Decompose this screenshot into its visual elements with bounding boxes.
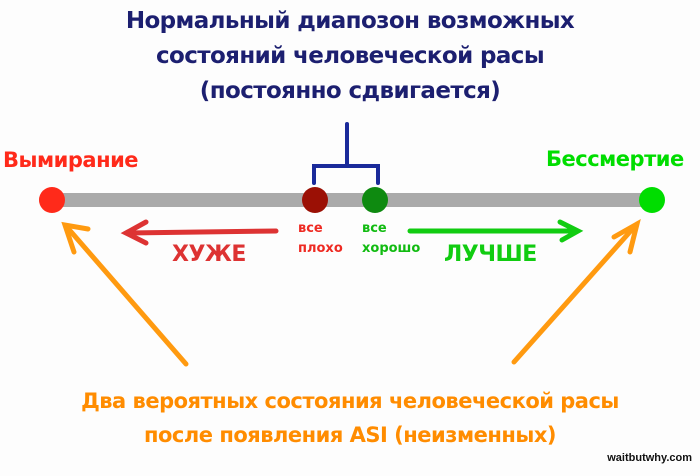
- range-title-line3: (постоянно сдвигается): [199, 78, 501, 104]
- all-good-label-line1: все: [362, 221, 387, 236]
- all-good-label: все хорошо: [362, 219, 420, 259]
- all-good-point: [362, 187, 388, 213]
- worse-label: ХУЖЕ: [172, 242, 246, 267]
- all-bad-label: все плохо: [298, 219, 343, 259]
- all-bad-label-line2: плохо: [298, 241, 343, 256]
- range-title: Нормальный диапозон возможных состояний …: [0, 4, 700, 109]
- all-bad-point: [302, 187, 328, 213]
- asi-states-caption-line1: Два вероятных состояния человеческой рас…: [81, 389, 619, 413]
- source-credit: waitbutwhy.com: [607, 452, 692, 464]
- all-bad-label-line1: все: [298, 221, 323, 236]
- all-good-label-line2: хорошо: [362, 241, 421, 256]
- extinction-point: [39, 187, 65, 213]
- immortality-label: Бессмертие: [546, 147, 684, 171]
- better-label: ЛУЧШЕ: [444, 242, 537, 267]
- orange-arrow-right: [511, 218, 641, 365]
- asi-states-caption-line2: после появления ASI (неизменных): [144, 423, 557, 447]
- immortality-point: [639, 187, 665, 213]
- better-arrow: [407, 219, 584, 243]
- extinction-label: Вымирание: [3, 148, 139, 172]
- orange-arrow-left: [61, 221, 189, 367]
- normal-range-bracket: [312, 122, 380, 185]
- range-title-line2: состояний человеческой расы: [155, 43, 545, 69]
- range-title-line1: Нормальный диапозон возможных: [125, 8, 575, 34]
- worse-arrow: [120, 219, 279, 246]
- asi-states-caption: Два вероятных состояния человеческой рас…: [0, 384, 700, 452]
